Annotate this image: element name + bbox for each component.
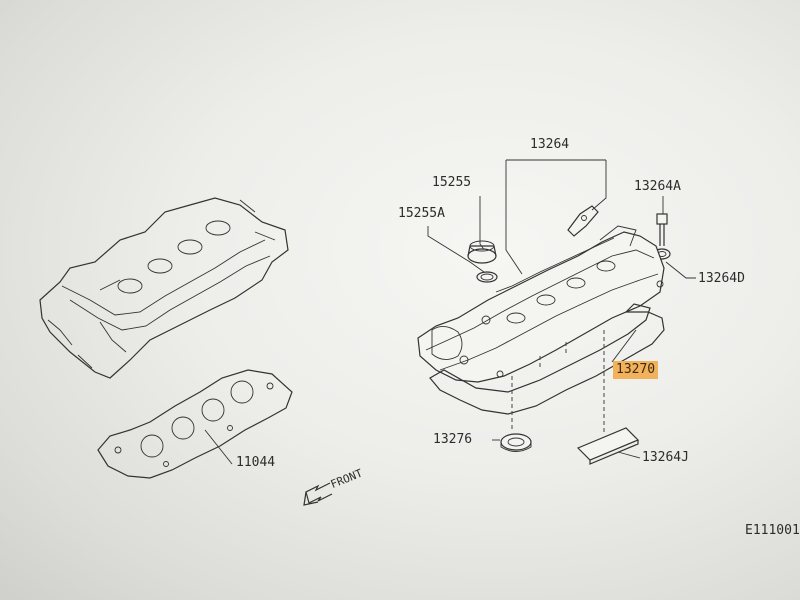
oil-cap-drawing — [467, 240, 498, 283]
label-13270-highlighted: 13270 — [613, 361, 659, 379]
head-gasket-drawing — [97, 369, 293, 479]
figure-code: E111001 — [745, 523, 800, 538]
alignment-dashes — [511, 330, 605, 432]
seal-drawing — [500, 433, 532, 452]
label-13264: 13264 — [530, 137, 570, 152]
label-11044: 11044 — [236, 455, 276, 470]
label-15255: 15255 — [432, 175, 472, 190]
label-13276: 13276 — [433, 432, 473, 447]
label-13264J: 13264J — [642, 450, 689, 465]
front-arrow-icon — [303, 482, 333, 506]
label-13264A: 13264A — [634, 179, 681, 194]
cylinder-head-drawing — [39, 197, 289, 379]
pad-drawing — [576, 427, 640, 465]
label-15255A: 15255A — [398, 206, 445, 221]
bracket-drawing — [567, 205, 599, 237]
valve-cover-drawing — [417, 225, 665, 383]
cover-gasket-drawing — [429, 303, 665, 415]
label-13264D: 13264D — [698, 271, 745, 286]
